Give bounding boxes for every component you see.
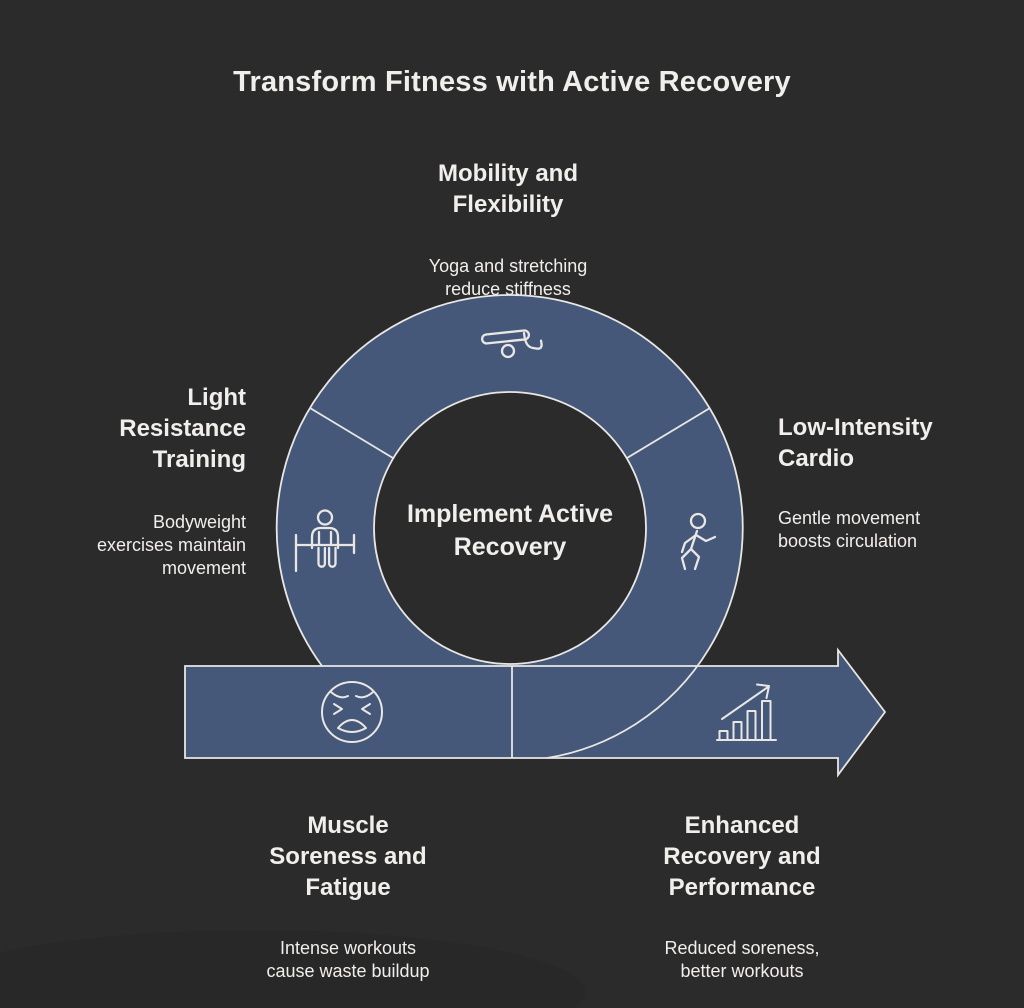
step-mobility: Mobility and Flexibility Yoga and stretc…: [358, 140, 658, 319]
step-resistance-description: Bodyweight exercises maintain movement: [96, 512, 246, 578]
walking-person-icon: [680, 512, 717, 571]
step-resistance-heading: Light Resistance Training: [119, 384, 246, 473]
step-soreness-description: Intense workouts cause waste buildup: [266, 938, 430, 981]
yoga-pose-icon: [480, 329, 543, 359]
loop-inner-outline: [373, 391, 647, 665]
step-soreness-heading: Muscle Soreness and Fatigue: [269, 812, 427, 901]
weary-face-icon: [321, 681, 383, 743]
page-title: Transform Fitness with Active Recovery: [233, 66, 791, 98]
step-cardio-description: Gentle movement boosts circulation: [778, 508, 921, 551]
step-resistance: Light Resistance Training Bodyweight exe…: [26, 364, 246, 598]
background-smudge: [0, 930, 585, 1008]
segment-divider-right: [626, 407, 711, 459]
step-mobility-description: Yoga and stretching reduce stiffness: [428, 256, 588, 299]
center-label: Implement Active Recovery: [406, 500, 614, 561]
segment-divider-left: [309, 407, 394, 459]
step-cardio: Low-Intensity Cardio Gentle movement boo…: [778, 394, 1008, 571]
step-mobility-heading: Mobility and Flexibility: [438, 160, 578, 218]
loop-ring: [277, 295, 743, 758]
growth-chart-icon: [716, 683, 777, 741]
step-enhanced-heading: Enhanced Recovery and Performance: [663, 812, 821, 901]
bench-press-icon: [294, 509, 356, 573]
step-soreness: Muscle Soreness and Fatigue Intense work…: [208, 792, 488, 1001]
loop-outer-outline: [275, 294, 744, 759]
step-enhanced-description: Reduced soreness, better workouts: [664, 938, 820, 981]
step-enhanced: Enhanced Recovery and Performance Reduce…: [602, 792, 882, 1001]
flow-arrow-outline: [184, 647, 887, 778]
step-cardio-heading: Low-Intensity Cardio: [778, 414, 933, 472]
